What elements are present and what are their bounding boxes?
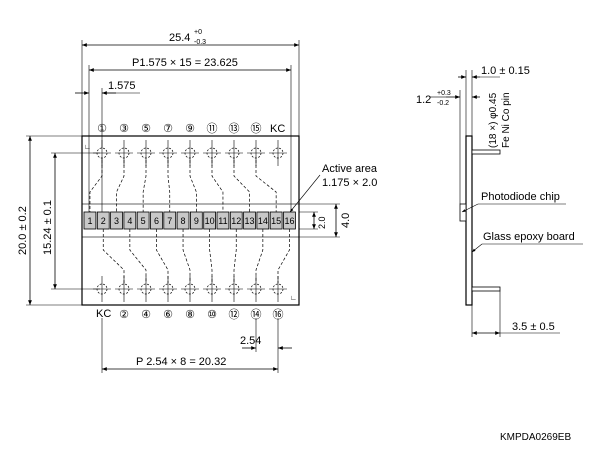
corner-mark-bottom: ∟ (290, 295, 297, 302)
side-thickness: 1.0 ± 0.15 (481, 65, 530, 77)
element-14 (256, 211, 270, 230)
pitch-top-label: P1.575 × 15 = 23.625 (132, 57, 238, 69)
width-tol-sub: -0.3 (194, 39, 206, 46)
side-view: 1.0 ± 0.15 1.2 +0.3 -0.2 (18 ×) φ0.45 Fe… (416, 65, 583, 337)
top-pin-number: ③ (119, 123, 129, 135)
element-label: 14 (258, 216, 268, 226)
chip-dim-sub: -0.2 (437, 100, 449, 107)
element-label: 9 (194, 216, 199, 226)
bottom-pin-number: ⑧ (185, 309, 195, 321)
element-3 (110, 211, 123, 230)
element-1 (83, 211, 97, 230)
height-pins-label: 15.24 ± 0.1 (42, 200, 54, 255)
element-2 (96, 211, 110, 230)
element-9 (189, 211, 203, 230)
element-label: 5 (141, 216, 146, 226)
element-15 (269, 211, 283, 230)
pitch-single-label: 1.575 (108, 80, 136, 92)
element-5 (136, 211, 150, 230)
photodiode-label: Photodiode chip (481, 191, 560, 203)
top-pin-number: ① (97, 123, 107, 135)
element-strip-frame (81, 203, 300, 238)
chip-dim-value: 1.2 (416, 94, 431, 106)
top-pin-number: ⑨ (185, 123, 195, 135)
top-pin-number: ⑮ (251, 122, 262, 135)
element-6 (150, 211, 163, 230)
photodiode-leader (461, 203, 479, 213)
pin-material: Fe Ni Co pin (501, 92, 512, 148)
side-photodiode-chip (459, 203, 467, 222)
board-label: Glass epoxy board (483, 231, 575, 243)
element-13 (243, 211, 256, 230)
element-label: 1 (87, 216, 92, 226)
element-8 (176, 211, 190, 230)
top-pin-number: ⑤ (141, 123, 151, 135)
bottom-pin-number: ⑯ (273, 308, 284, 321)
front-view: 25.4 +0 -0.3 P1.575 × 15 = 23.625 1.575 … (17, 29, 378, 373)
top-pin-number: ⑬ (229, 122, 240, 135)
bottom-pin-number: ⑫ (229, 308, 240, 321)
element-10 (203, 211, 216, 230)
bottom-pin-number: ⑥ (163, 309, 173, 321)
pin-spec: (18 ×) φ0.45 (488, 92, 499, 148)
wiring-traces (89, 160, 290, 283)
side-board (465, 135, 473, 306)
side-top-pin (471, 149, 501, 155)
elem-height-outer: 4.0 (340, 213, 352, 228)
drawing-code: KMPDA0269EB (500, 432, 571, 443)
top-pin-number: ⑪ (207, 122, 218, 135)
top-pin-number: ⑦ (163, 123, 173, 135)
element-16 (283, 211, 296, 230)
kc-bottom-label: KC (96, 308, 111, 320)
pin-length: 3.5 ± 0.5 (512, 321, 555, 333)
element-4 (123, 211, 137, 230)
element-label: 11 (218, 216, 227, 226)
bottom-pin-number: ② (119, 309, 129, 321)
element-label: 7 (167, 216, 172, 226)
bottom-pin-row (93, 276, 287, 302)
active-area-leader (289, 174, 321, 213)
corner-mark-top: ∟ (84, 144, 91, 151)
elem-height-inner: 2.0 (317, 216, 327, 229)
pitch-bottom-label: P 2.54 × 8 = 20.32 (136, 356, 226, 368)
bottom-pin-number: ④ (141, 309, 151, 321)
element-label: 6 (154, 216, 159, 226)
element-label: 3 (114, 216, 119, 226)
element-label: 10 (205, 216, 215, 226)
side-bottom-pin (471, 286, 501, 292)
active-area-label: Active area (322, 163, 378, 175)
element-11 (216, 211, 230, 230)
width-value: 25.4 (169, 32, 190, 44)
width-tol-sup: +0 (194, 29, 202, 36)
element-label: 15 (271, 216, 281, 226)
element-label: 2 (101, 216, 106, 226)
top-pin-row (93, 140, 287, 166)
bottom-pin-number: ⑭ (251, 308, 262, 321)
height-total-label: 20.0 ± 0.2 (17, 206, 29, 255)
element-label: 4 (127, 216, 132, 226)
element-12 (229, 211, 243, 230)
bottom-pin-number: ⑩ (207, 309, 217, 321)
kc-top-label: KC (270, 123, 285, 135)
element-label: 13 (245, 216, 255, 226)
active-area-size: 1.175 × 2.0 (322, 177, 377, 189)
element-label: 16 (284, 216, 294, 226)
board-leader (471, 243, 483, 253)
chip-dim-sup: +0.3 (437, 90, 451, 97)
element-label: 12 (231, 216, 241, 226)
pitch-bottom-single: 2.54 (240, 335, 261, 347)
element-label: 8 (181, 216, 186, 226)
element-7 (163, 211, 177, 230)
